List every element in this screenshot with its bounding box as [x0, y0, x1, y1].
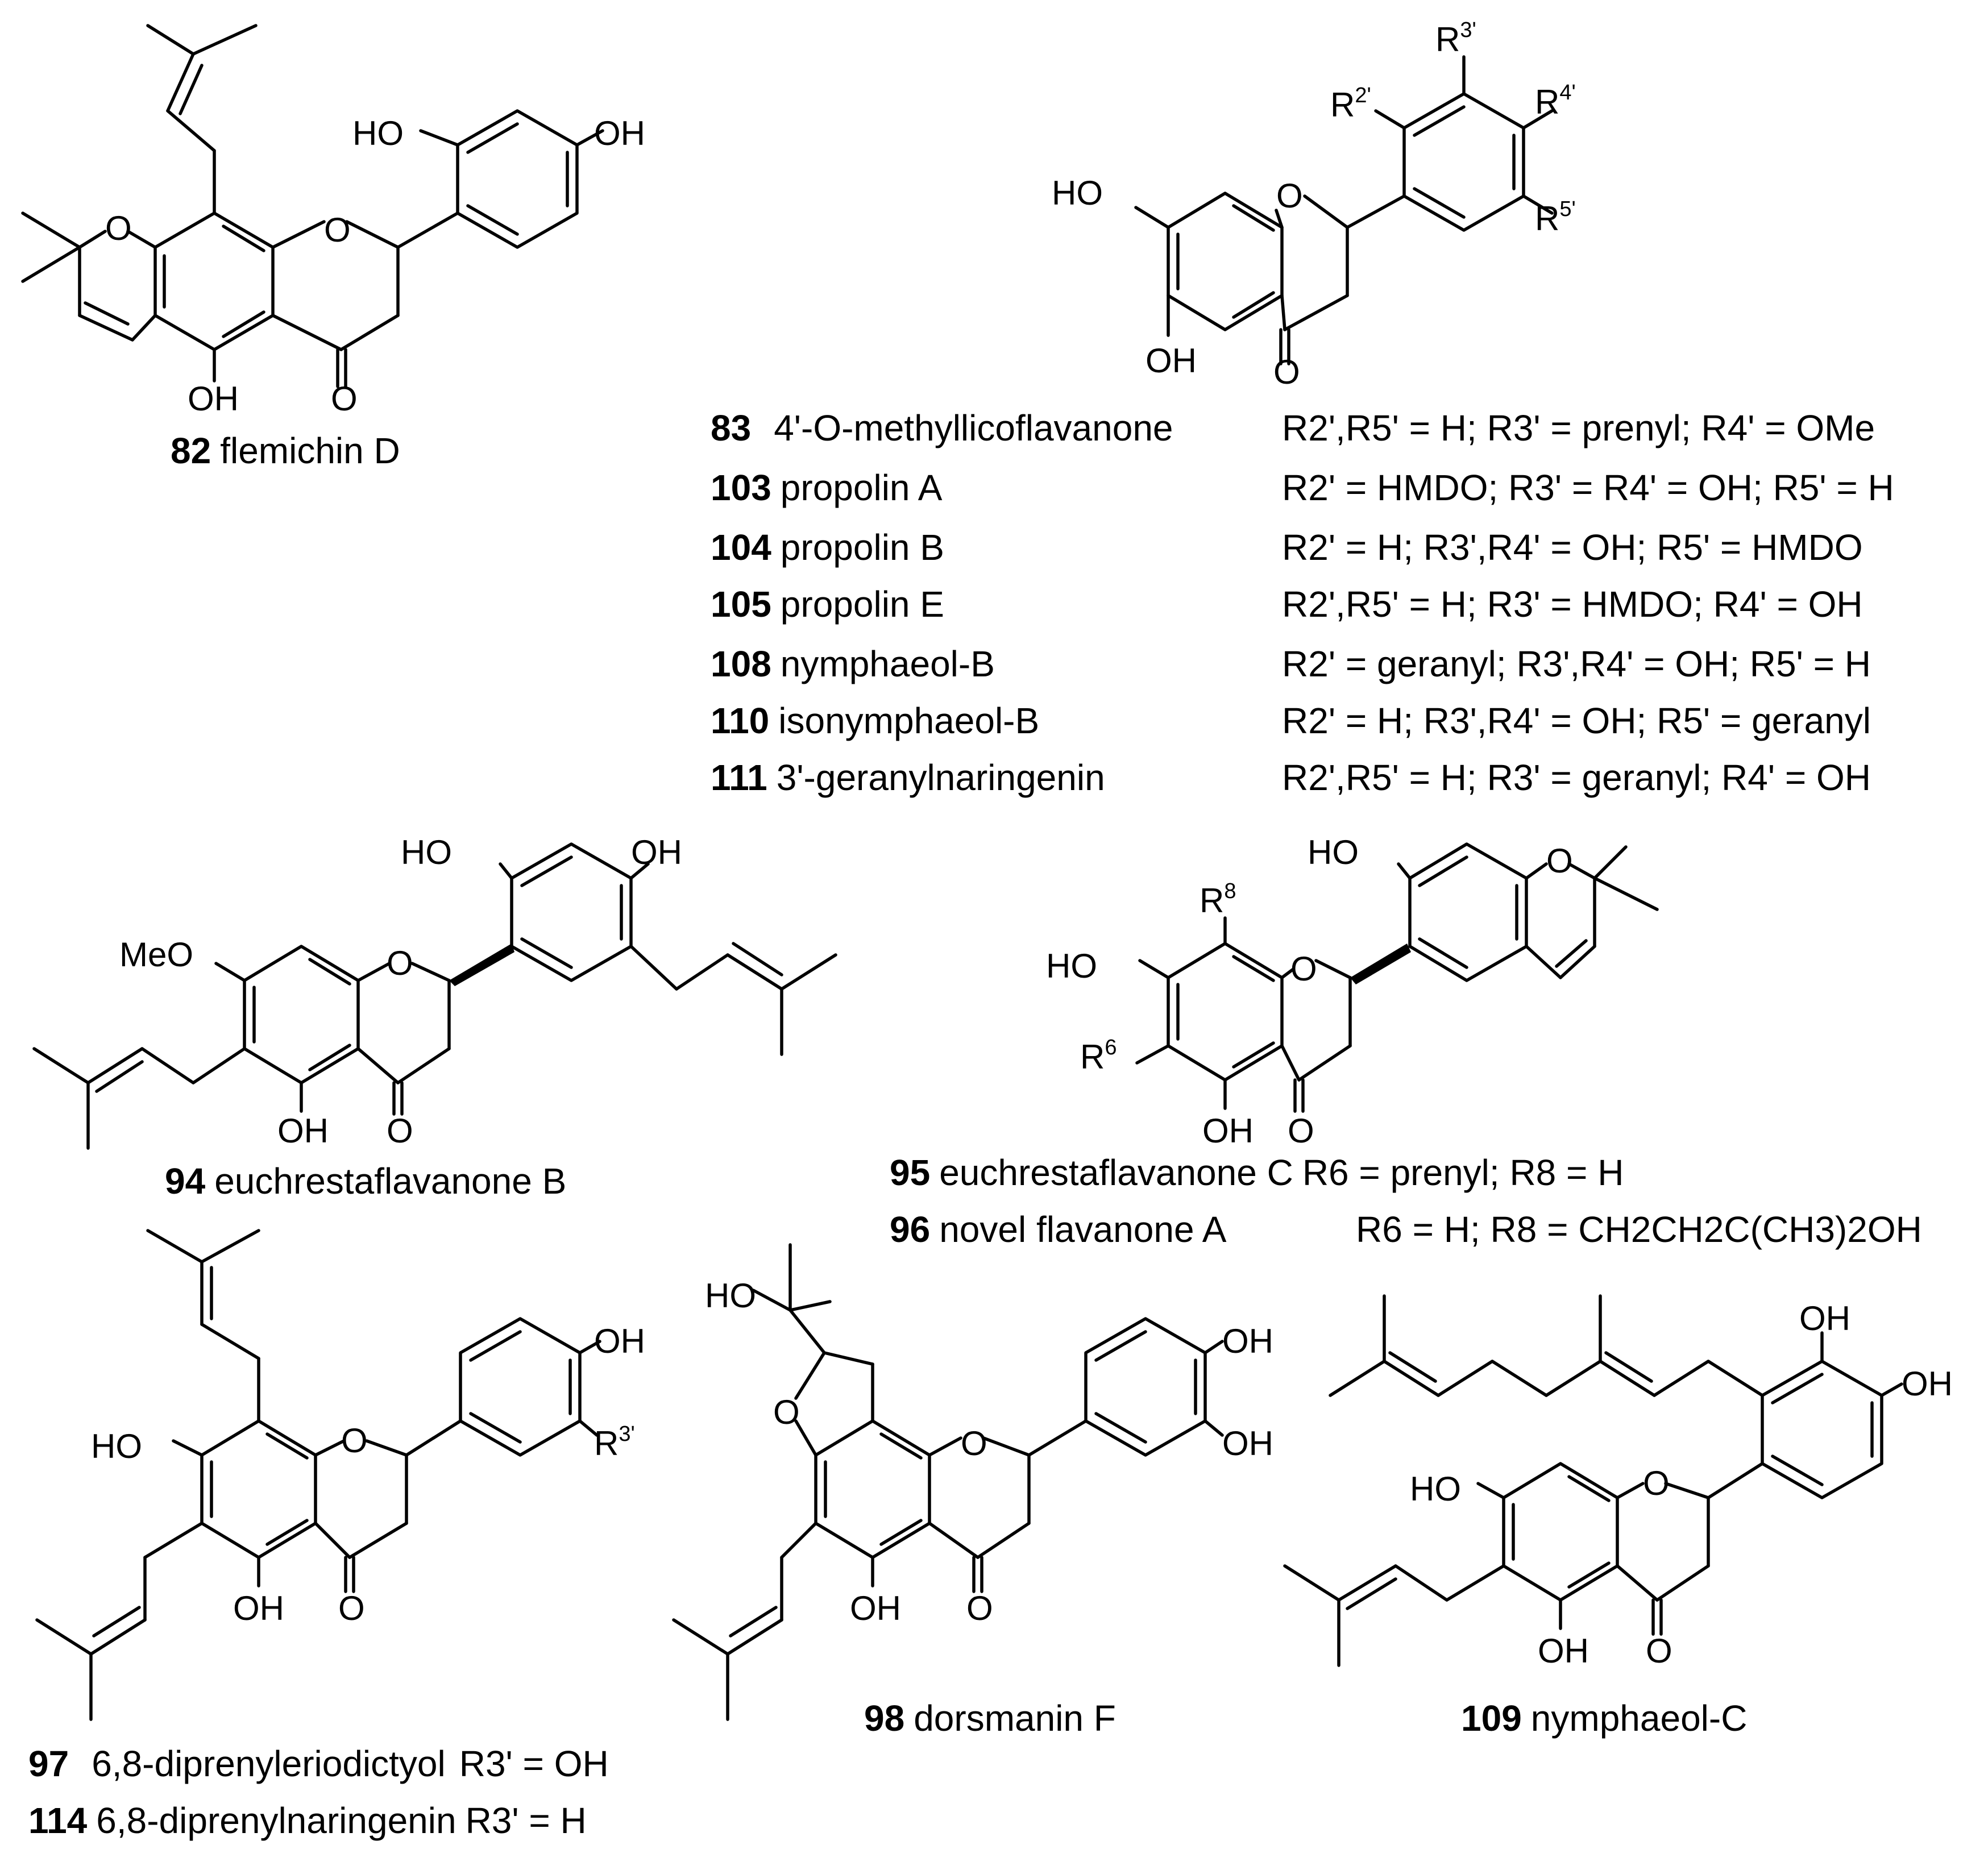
hydroxyl-label: HO	[91, 1427, 142, 1465]
r-group-label: R	[1200, 882, 1224, 920]
oxygen-label: O	[341, 1422, 368, 1460]
compound-number: 98	[864, 1698, 904, 1739]
compound-name: nymphaeol-C	[1531, 1698, 1748, 1739]
compound-name: euchrestaflavanone B	[214, 1161, 566, 1202]
hydroxyl-label: HO	[352, 114, 404, 152]
structure-97: HO O OH R3' OH O	[35, 1229, 645, 1721]
oxygen-label: O	[324, 211, 351, 249]
hydroxyl-label: OH	[1538, 1632, 1589, 1670]
hydroxyl-label: OH	[1902, 1365, 1953, 1403]
r-group-label: R	[1435, 20, 1460, 59]
substituent-text: R2' = H; R3',R4' = OH; R5' = geranyl	[1282, 700, 1871, 741]
substituent-text: R2' = H; R3',R4' = OH; R5' = HMDO	[1282, 527, 1863, 568]
compound-number: 82	[171, 430, 211, 471]
hydroxyl-label: OH	[594, 1322, 645, 1360]
oxygen-label: O	[961, 1424, 987, 1462]
compound-number: 109	[1461, 1698, 1522, 1739]
r-group-label: R	[1535, 200, 1559, 238]
r-group-label: R	[1080, 1038, 1105, 1076]
r-group-label: R	[1535, 83, 1559, 121]
oxygen-label: O	[1290, 950, 1317, 988]
svg-text:R5': R5'	[1535, 197, 1576, 238]
hydroxyl-label: OH	[631, 833, 682, 871]
methoxy-label: MeO	[119, 936, 193, 974]
hydroxyl-label: OH	[1202, 1112, 1254, 1150]
svg-text:R2': R2'	[1330, 84, 1371, 124]
substituent-text: R2' = HMDO; R3' = R4' = OH; R5' = H	[1282, 467, 1894, 508]
hydroxyl-label: OH	[1146, 342, 1197, 380]
carbonyl-oxygen-label: O	[1646, 1632, 1672, 1670]
hydroxyl-label: HO	[1052, 174, 1103, 212]
svg-text:R4': R4'	[1535, 81, 1576, 121]
compound-number: 94	[165, 1161, 206, 1202]
substituent-text: R2' = geranyl; R3',R4' = OH; R5' = H	[1282, 643, 1871, 684]
hydroxyl-label: OH	[594, 114, 645, 152]
oxygen-label: O	[105, 209, 132, 247]
substituent-text: R2',R5' = H; R3' = prenyl; R4' = OMe	[1282, 408, 1875, 448]
svg-text:R3': R3'	[1435, 18, 1476, 59]
svg-text:R6: R6	[1080, 1036, 1117, 1076]
hydroxyl-label: HO	[1046, 947, 1097, 985]
oxygen-label: O	[1643, 1464, 1670, 1502]
oxygen-label: O	[773, 1393, 800, 1431]
hydroxyl-label: HO	[401, 833, 452, 871]
oxygen-label: O	[1546, 842, 1573, 880]
hydroxyl-label: OH	[277, 1112, 329, 1150]
hydroxyl-label: HO	[1410, 1470, 1461, 1508]
svg-text:R8: R8	[1200, 879, 1236, 920]
substituent-text: R2',R5' = H; R3' = geranyl; R4' = OH	[1282, 757, 1871, 798]
structure-83: HO O OH O R2' R3' R4' R5'	[1052, 18, 1576, 391]
carbonyl-oxygen-label: O	[966, 1589, 993, 1627]
hydroxyl-label: OH	[1222, 1322, 1273, 1360]
r-group-label: R	[1330, 86, 1355, 124]
substituent-text: R2',R5' = H; R3' = HMDO; R4' = OH	[1282, 584, 1863, 625]
carbonyl-oxygen-label: O	[1288, 1112, 1314, 1150]
compound-name: flemichin D	[220, 430, 400, 471]
compound-name: dorsmanin F	[914, 1698, 1116, 1739]
substituent-text: R6 = H; R8 = CH2CH2C(CH3)2OH	[1356, 1209, 1922, 1250]
carbonyl-oxygen-label: O	[331, 380, 358, 418]
r-group-label: R	[594, 1424, 619, 1462]
hydroxyl-label: OH	[850, 1589, 901, 1627]
carbonyl-oxygen-label: O	[387, 1112, 413, 1150]
hydroxyl-label: OH	[233, 1589, 284, 1627]
oxygen-label: O	[387, 944, 413, 982]
svg-text:R3': R3'	[594, 1422, 635, 1462]
hydroxyl-label: OH	[1799, 1299, 1850, 1337]
carbonyl-oxygen-label: O	[338, 1589, 365, 1627]
hydroxyl-label: HO	[705, 1277, 756, 1315]
hydroxyl-label: OH	[1222, 1424, 1273, 1462]
structure-95: HO O O HO R8 R6 OH O	[1046, 833, 1659, 1150]
carbonyl-oxygen-label: O	[1273, 353, 1300, 391]
hydroxyl-label: HO	[1308, 833, 1359, 871]
hydroxyl-label: OH	[188, 380, 239, 418]
oxygen-label: O	[1276, 177, 1303, 215]
